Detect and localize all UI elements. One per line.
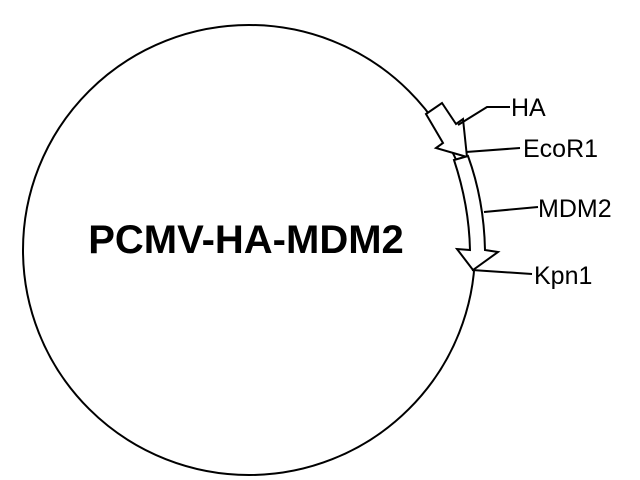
- ha-leader-line: [457, 106, 510, 126]
- kpn1-leader-line: [471, 269, 533, 275]
- mdm2-feature-arrow: [452, 154, 501, 272]
- ecor1-label: EcoR1: [523, 135, 598, 163]
- mdm2-label: MDM2: [538, 195, 612, 223]
- ha-label: HA: [511, 94, 546, 122]
- kpn1-label: Kpn1: [534, 262, 592, 290]
- plasmid-name: PCMV-HA-MDM2: [88, 218, 404, 262]
- mdm2-leader-line: [483, 206, 539, 213]
- ha-feature-arrow: [424, 101, 469, 159]
- ecor1-leader-line: [465, 147, 521, 153]
